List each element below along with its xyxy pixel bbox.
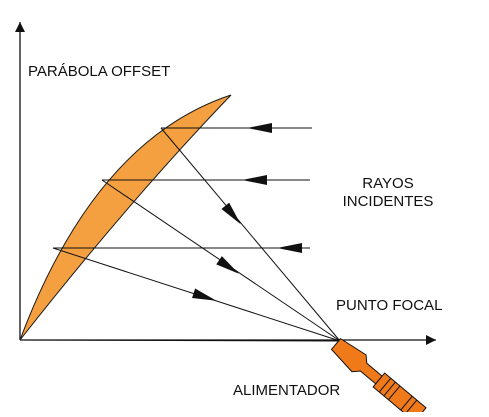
feed-label: ALIMENTADOR bbox=[233, 382, 341, 399]
reflected-ray-2-arrow bbox=[216, 256, 239, 274]
rays-label-line-1: RAYOS bbox=[362, 175, 414, 192]
rays-label-line-2: INCIDENTES bbox=[342, 193, 434, 210]
focal-point-label: PUNTO FOCAL bbox=[336, 297, 443, 314]
parabolic-reflector bbox=[19, 94, 232, 341]
incident-ray-bottom-arrow bbox=[277, 243, 302, 253]
incident-ray-middle-arrow bbox=[242, 175, 267, 185]
reflected-ray-3-arrow bbox=[192, 288, 217, 301]
reflected-ray-1-arrow bbox=[221, 202, 241, 225]
diagram-title: PARÁBOLA OFFSET bbox=[28, 63, 171, 80]
incident-ray-top-arrow bbox=[247, 123, 272, 133]
reflected-ray-1 bbox=[160, 127, 341, 342]
feed-horn bbox=[330, 337, 427, 417]
reflected-ray-4 bbox=[19, 339, 341, 342]
